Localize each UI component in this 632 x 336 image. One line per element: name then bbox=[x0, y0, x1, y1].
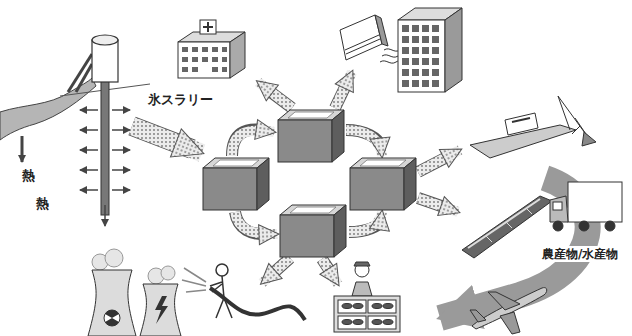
worker-with-hose bbox=[182, 264, 305, 320]
airplane-icon bbox=[470, 288, 547, 334]
fish-market-icon bbox=[334, 262, 400, 332]
fishing-boat-icon bbox=[470, 96, 596, 158]
truck-icon bbox=[550, 182, 622, 231]
power-plant-icon bbox=[88, 249, 181, 336]
hospital-icon bbox=[178, 20, 245, 78]
ground-heat-source bbox=[0, 35, 150, 226]
heat-label: 熱 bbox=[36, 196, 49, 212]
heat-label: 熱 bbox=[22, 168, 35, 184]
product-label: 農産物/水産物 bbox=[540, 246, 620, 262]
office-building-icon bbox=[398, 8, 462, 92]
slurry-arrow bbox=[132, 126, 202, 153]
flow-label: 氷スラリー bbox=[148, 92, 213, 108]
train-icon bbox=[462, 196, 552, 258]
storage-tanks bbox=[203, 110, 416, 257]
